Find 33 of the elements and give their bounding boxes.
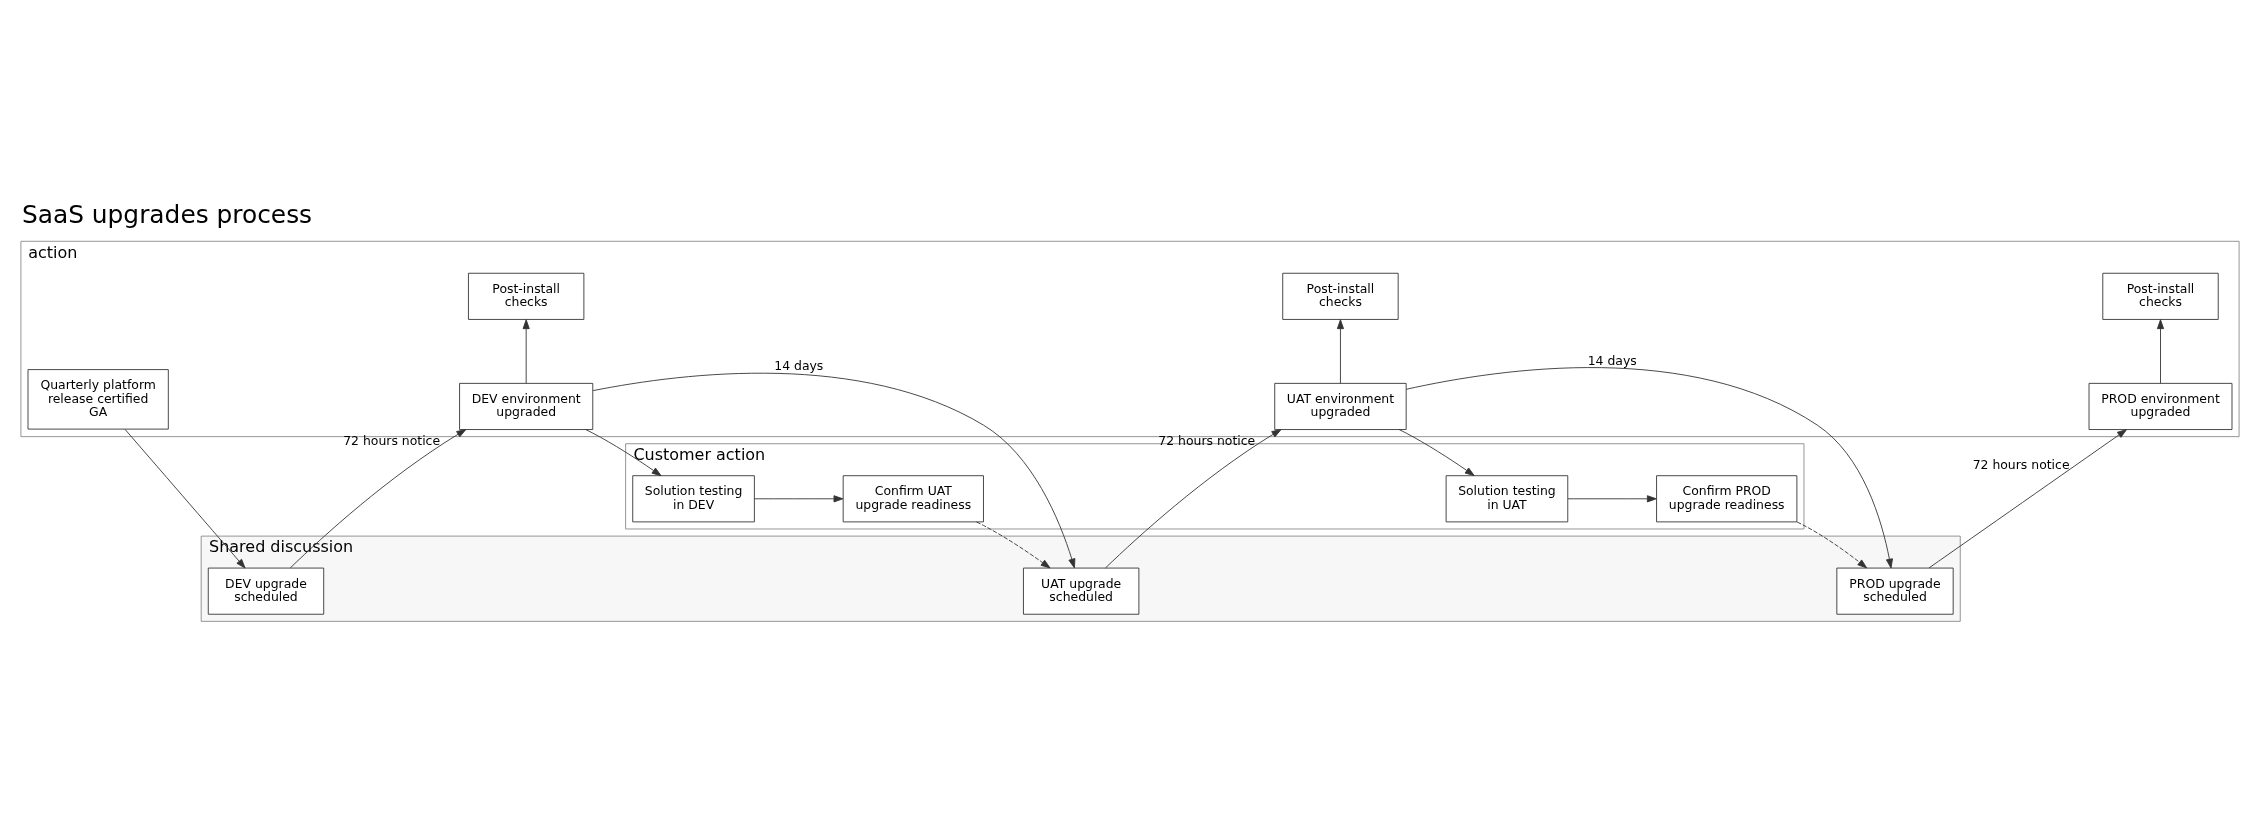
arrow <box>522 319 530 384</box>
arrow <box>976 521 1051 569</box>
arrow <box>1928 429 2127 569</box>
node-box: DEV upgrade scheduled <box>207 567 325 615</box>
edge-label: 72 hours notice <box>1972 456 2070 472</box>
arrow <box>754 495 844 503</box>
arrow <box>124 428 246 569</box>
arrow <box>1567 495 1657 503</box>
arrow <box>1398 429 1475 476</box>
node-box: Solution testing in UAT <box>1445 475 1569 523</box>
arrow <box>592 372 1076 569</box>
node-box: DEV environment upgraded <box>459 382 594 430</box>
arrow <box>585 429 662 477</box>
node-box: Confirm PROD upgrade readiness <box>1656 475 1798 523</box>
arrow <box>1105 429 1282 569</box>
node-box: Post-install checks <box>2102 272 2219 320</box>
node-box: Post-install checks <box>468 272 585 320</box>
arrow <box>289 429 467 569</box>
node-box: UAT upgrade scheduled <box>1023 567 1140 615</box>
node-box: Post-install checks <box>1282 272 1399 320</box>
node-box: PROD environment upgraded <box>2088 382 2233 430</box>
arrow <box>1336 319 1344 384</box>
node-box: Solution testing in DEV <box>632 475 755 523</box>
diagram-title: SaaS upgrades process <box>21 199 313 229</box>
edge-label: 14 days <box>774 358 824 374</box>
node-box: PROD upgrade scheduled <box>1836 567 1954 615</box>
arrow <box>2156 319 2165 384</box>
arrow <box>1405 367 1893 569</box>
node-box: Quarterly platform release certified GA <box>27 369 169 430</box>
node-box: Confirm UAT upgrade readiness <box>842 475 984 523</box>
arrow <box>1796 521 1868 569</box>
edge-label: 14 days <box>1587 352 1637 368</box>
node-box: UAT environment upgraded <box>1274 382 1407 430</box>
